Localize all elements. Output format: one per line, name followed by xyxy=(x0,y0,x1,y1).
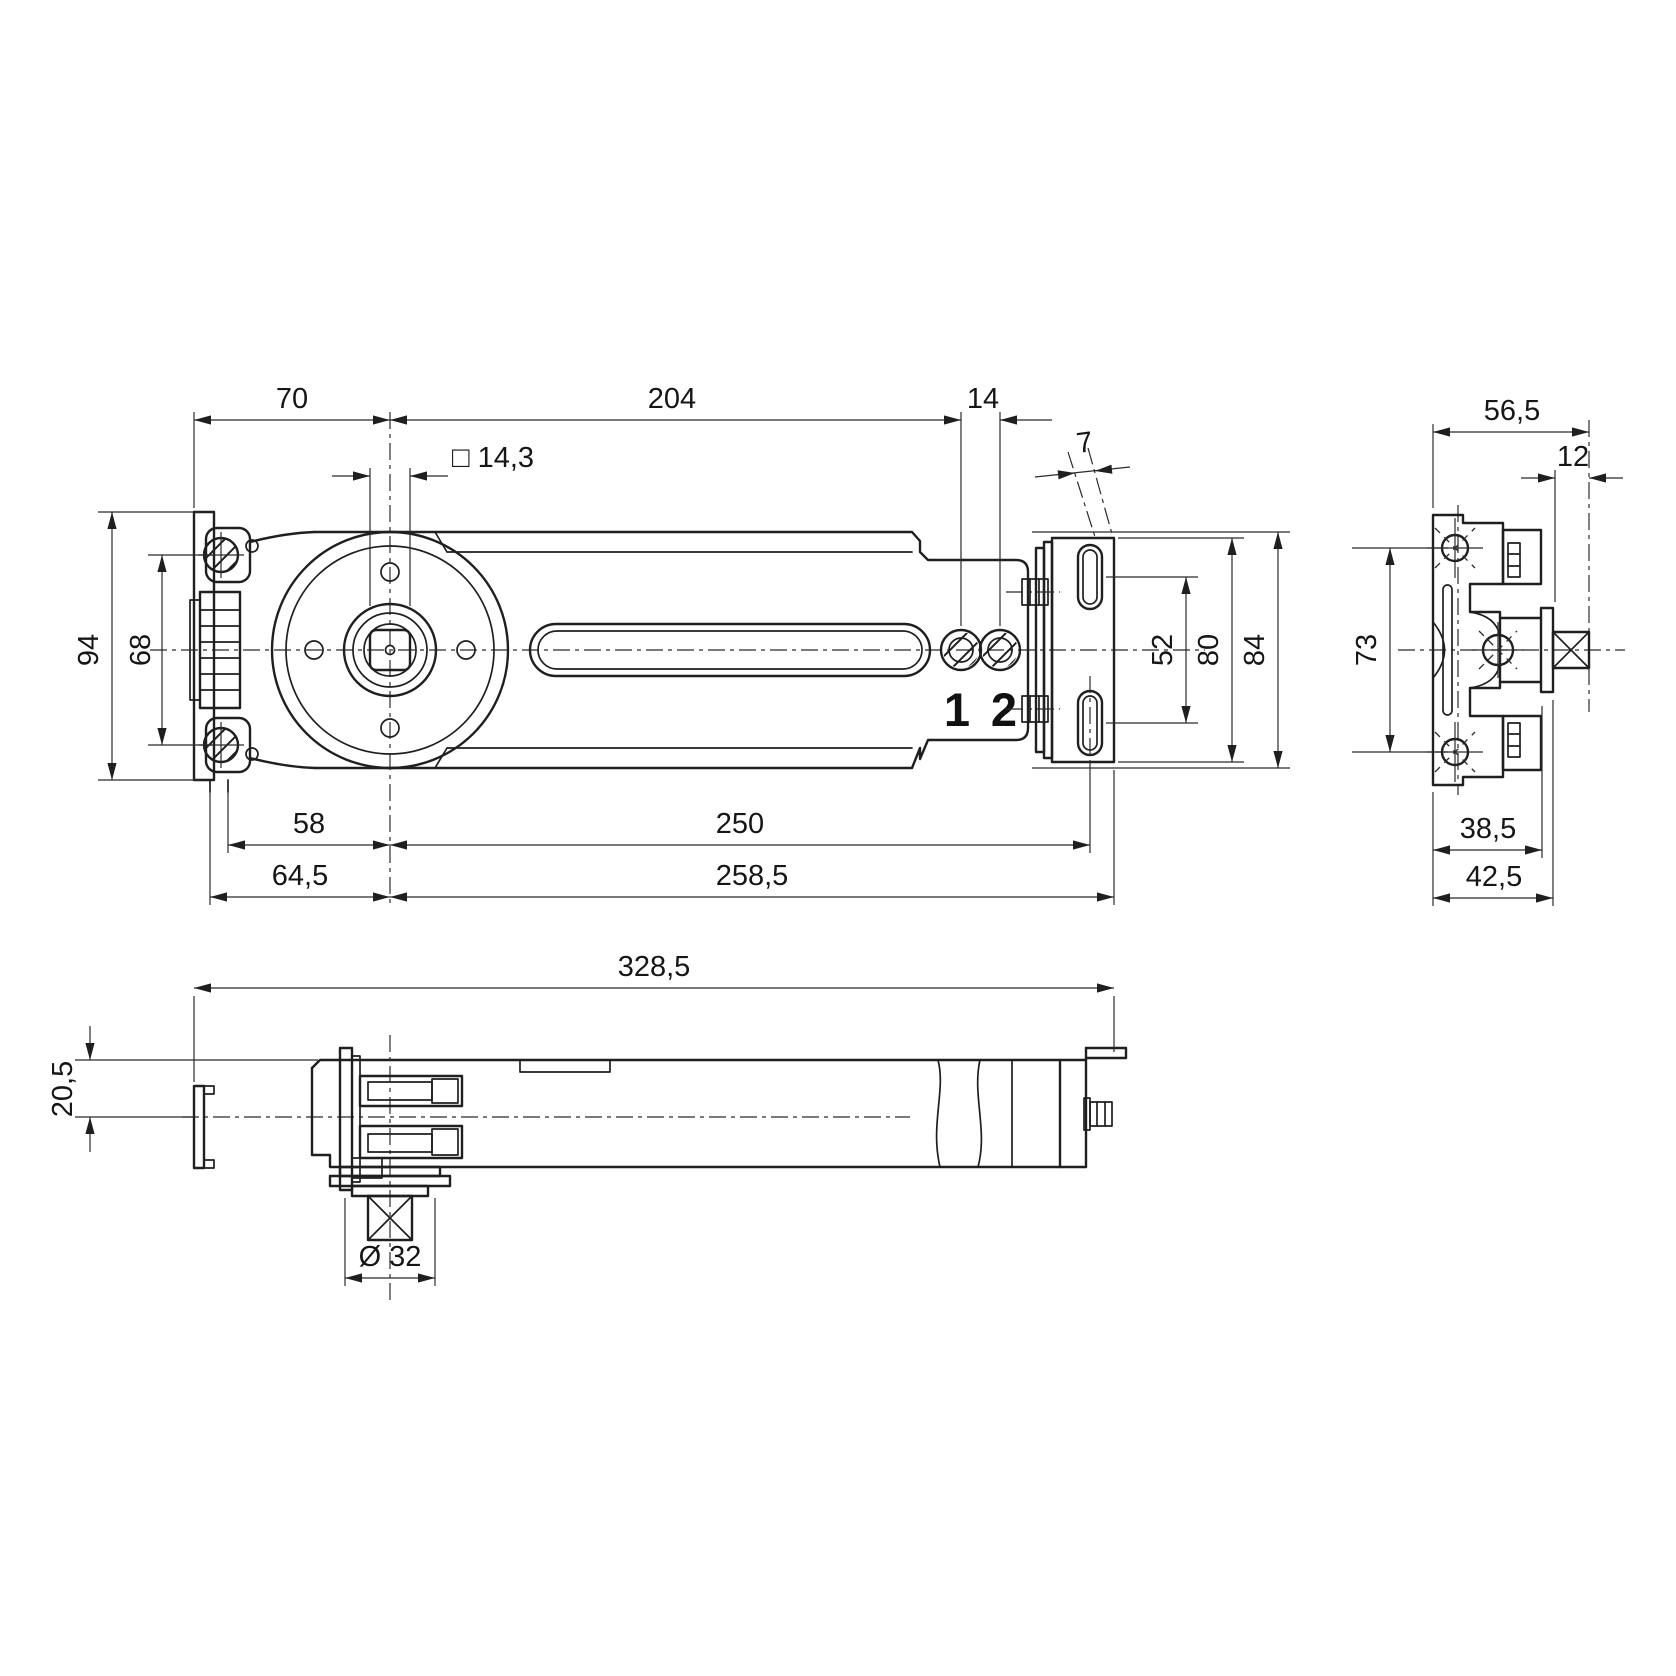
side-dimensions: 328,5 20,5 Ø 32 xyxy=(47,951,1115,1286)
dim-58: 58 xyxy=(293,808,325,840)
dim-204: 204 xyxy=(648,383,696,415)
dim-square-14-3: □ 14,3 xyxy=(452,442,534,474)
end-body xyxy=(1431,513,1591,787)
mounting-bolt-top xyxy=(1006,578,1060,606)
spindle-square xyxy=(368,628,412,672)
dim-diameter-32: Ø 32 xyxy=(359,1241,422,1273)
plan-dimensions: 70 204 14 □ 14,3 7 94 68 xyxy=(73,383,1290,905)
dim-328-5: 328,5 xyxy=(618,951,691,983)
dim-42-5: 42,5 xyxy=(1466,861,1522,893)
dim-38-5: 38,5 xyxy=(1460,813,1516,845)
dim-84: 84 xyxy=(1239,634,1271,666)
end-left-slot xyxy=(1442,584,1453,716)
dim-250: 250 xyxy=(716,808,764,840)
slotted-hole-top xyxy=(1067,447,1113,611)
end-dimensions: 56,5 12 73 38,5 42,5 xyxy=(1351,395,1623,906)
dim-14: 14 xyxy=(967,383,999,415)
break-lines xyxy=(935,1059,983,1168)
valve-screw-2 xyxy=(978,628,1022,672)
side-body xyxy=(310,1046,1128,1169)
dim-20-5: 20,5 xyxy=(47,1061,79,1117)
side-end-bolt xyxy=(1083,1097,1113,1131)
door-leaf-bracket xyxy=(189,510,317,793)
spindle-hub xyxy=(342,602,438,698)
slotted-hole-bottom xyxy=(1076,676,1104,764)
closer-body xyxy=(245,530,1030,770)
slide-slot xyxy=(528,622,932,678)
dim-56-5: 56,5 xyxy=(1484,395,1540,427)
knurled-adjuster xyxy=(189,590,242,710)
end-centerlines xyxy=(1398,420,1625,795)
cam-housing-circle xyxy=(270,530,510,770)
end-spindle-axis xyxy=(1472,622,1524,678)
spindle-boss-side xyxy=(328,1165,452,1242)
arm-shoe-mechanism xyxy=(338,1046,464,1192)
spindle-square-end xyxy=(1551,630,1591,670)
mounting-plate xyxy=(1050,536,1116,764)
dim-258-5: 258,5 xyxy=(716,860,789,892)
regulating-valves: 1 2 xyxy=(939,628,1022,736)
dim-73: 73 xyxy=(1351,634,1383,666)
end-view: 56,5 12 73 38,5 42,5 xyxy=(1351,395,1625,906)
door-leaf-plate-side xyxy=(192,1084,215,1170)
body-holes xyxy=(304,562,476,738)
end-screw-top xyxy=(1427,518,1483,578)
side-view: 328,5 20,5 Ø 32 xyxy=(47,951,1128,1300)
dim-64-5: 64,5 xyxy=(272,860,328,892)
dim-7: 7 xyxy=(1075,426,1095,460)
mounting-bolt-bottom xyxy=(1006,695,1060,723)
dim-68: 68 xyxy=(125,634,157,666)
dim-94: 94 xyxy=(73,634,105,666)
plan-view: 1 2 xyxy=(73,383,1290,905)
dim-52: 52 xyxy=(1147,634,1179,666)
valve-label-1: 1 xyxy=(944,683,970,736)
mounting-plate-assembly xyxy=(1006,447,1116,764)
dim-80: 80 xyxy=(1193,634,1225,666)
dim-70: 70 xyxy=(276,383,308,415)
dim-12: 12 xyxy=(1557,441,1589,473)
